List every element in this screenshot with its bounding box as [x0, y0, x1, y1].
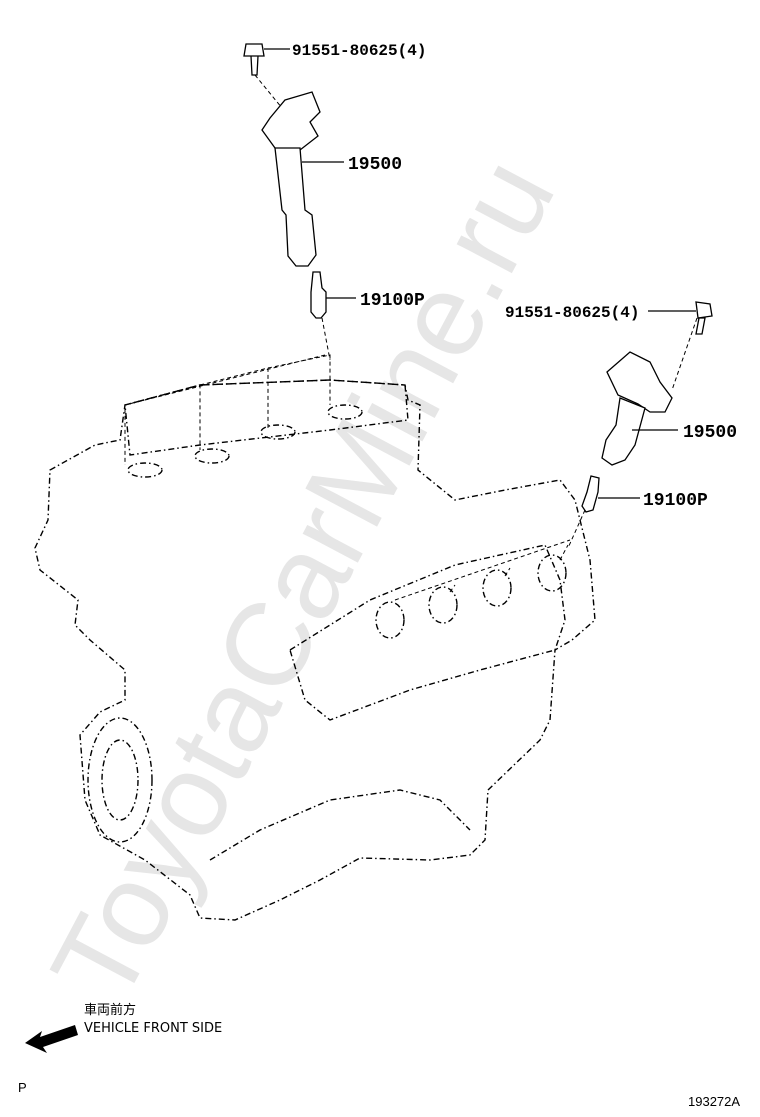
spark-plug-right-icon — [581, 475, 600, 513]
leader-lines — [264, 48, 696, 499]
diagram-id: 193272A — [688, 1094, 740, 1109]
crank-pulley — [87, 717, 153, 843]
coil-left-head-icon — [261, 91, 321, 151]
front-label-en: VEHICLE FRONT SIDE — [84, 1021, 222, 1036]
engine-block — [34, 379, 596, 921]
watermark-text: ToyotaCarMine.ru — [26, 138, 580, 1022]
guide-left-bank — [124, 354, 331, 465]
guide-right-axis — [567, 317, 698, 549]
callout-coil-right: 19500 — [683, 423, 737, 443]
coil-right-body-icon — [601, 397, 646, 466]
coil-left-body-icon — [274, 147, 317, 267]
plug-hole-right-2 — [428, 586, 458, 624]
crank-pulley-inner — [101, 739, 139, 821]
callout-plug-right: 19100P — [643, 491, 708, 511]
front-label-jp: 車両前方 — [84, 1002, 136, 1018]
plug-hole-left-2 — [194, 448, 230, 464]
plug-hole-right-1 — [375, 601, 405, 639]
bolt-left-icon — [243, 43, 265, 76]
front-arrow-icon — [25, 1025, 78, 1053]
guide-right-bank — [394, 539, 571, 601]
plug-hole-right-3 — [482, 569, 512, 607]
front-direction-indicator: 車両前方 VEHICLE FRONT SIDE — [25, 1002, 222, 1053]
callout-coil-left: 19500 — [348, 155, 402, 175]
callout-plug-left: 19100P — [360, 291, 425, 311]
plug-hole-left-3 — [260, 424, 296, 440]
callout-bolt-left: 91551-80625(4) — [292, 42, 426, 60]
lower-block — [209, 789, 471, 861]
ignition-coil-left — [243, 43, 327, 319]
plug-hole-right-4 — [537, 554, 567, 592]
callout-bolt-right: 91551-80625(4) — [505, 304, 639, 322]
coil-right-head-icon — [606, 351, 673, 413]
plug-hole-left-4 — [327, 404, 363, 420]
plug-hole-left-1 — [127, 462, 163, 478]
corner-letter: P — [18, 1080, 27, 1095]
bolt-right-icon — [695, 301, 713, 335]
ignition-coil-right — [581, 301, 713, 513]
spark-plug-left-icon — [310, 271, 327, 319]
